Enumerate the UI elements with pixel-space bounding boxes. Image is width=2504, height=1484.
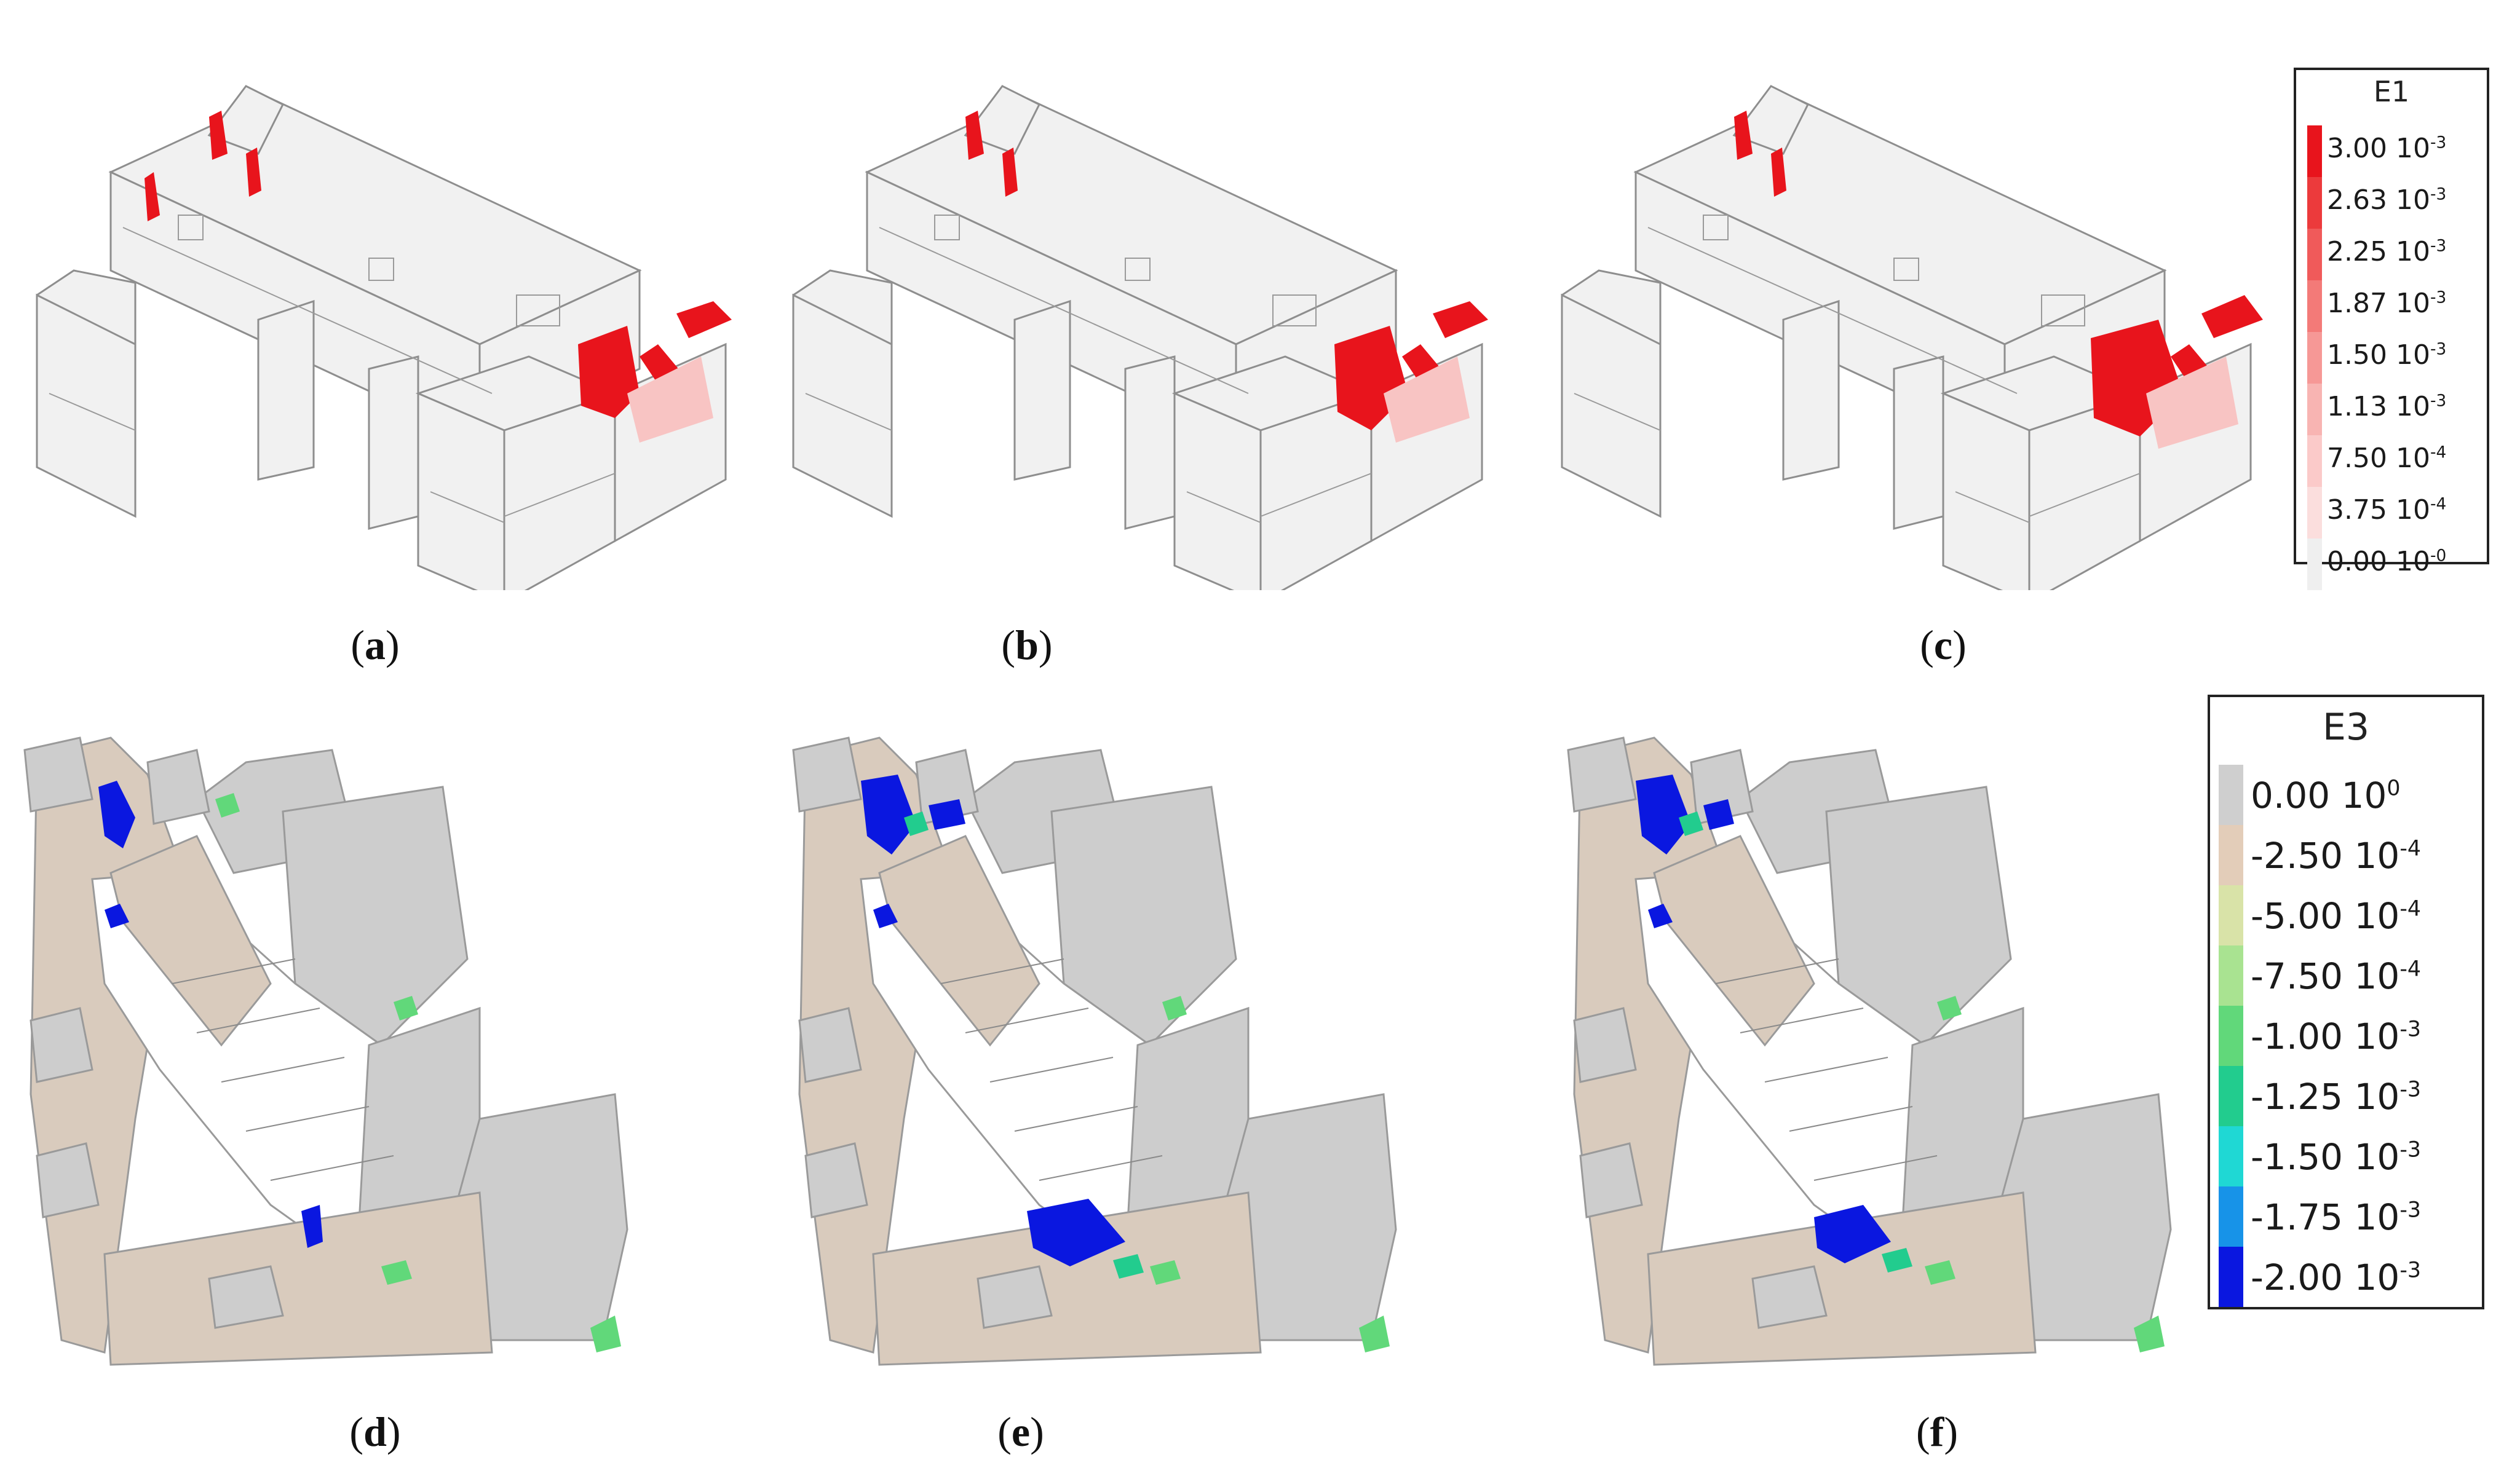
caption-f: (f) <box>1916 1408 1958 1455</box>
legend-swatch <box>2219 765 2243 825</box>
legend-e1-title: E1 <box>2373 75 2410 108</box>
panel-b-e1-view <box>781 49 1531 590</box>
caption-e: (e) <box>997 1408 1044 1455</box>
legend-label: 3.00 10-3 <box>2327 133 2447 164</box>
legend-e1: E1 3.00 10-3 2.63 10-3 2.25 10-3 1.87 10-3 1… <box>2294 68 2489 590</box>
legend-entry: 3.00 10-3 <box>2296 125 2487 177</box>
legend-swatch <box>2219 1006 2243 1066</box>
panel-e-e3-view <box>781 725 1457 1377</box>
legend-e3: E3 0.00 100 -2.50 10-4 -5.00 10-4 -7.50 10-… <box>2208 695 2484 1309</box>
legend-entry: -1.50 10-3 <box>2210 1126 2482 1186</box>
legend-swatch <box>2307 125 2322 177</box>
caption-b: (b) <box>1001 622 1053 668</box>
legend-entry: 0.00 100 <box>2210 765 2482 825</box>
legend-entry: -5.00 10-4 <box>2210 885 2482 945</box>
legend-swatch <box>2219 825 2243 885</box>
legend-swatch <box>2307 229 2322 280</box>
legend-label: -2.00 10-3 <box>2251 1257 2422 1298</box>
building-model-b <box>792 85 1488 590</box>
legend-swatch <box>2307 539 2322 590</box>
legend-entry: 2.25 10-3 <box>2296 229 2487 280</box>
legend-swatch <box>2307 487 2322 539</box>
building-model-f <box>1567 736 2172 1366</box>
legend-entry: -1.00 10-3 <box>2210 1006 2482 1066</box>
legend-swatch <box>2219 945 2243 1006</box>
caption-d: (d) <box>349 1408 401 1455</box>
building-model-e <box>792 736 1397 1366</box>
legend-swatch <box>2307 384 2322 435</box>
caption-a: (a) <box>351 622 400 668</box>
legend-entry: 2.63 10-3 <box>2296 177 2487 229</box>
building-model-d <box>23 736 628 1366</box>
legend-entry: 0.00 10-0 <box>2296 539 2487 590</box>
legend-swatch <box>2219 1126 2243 1186</box>
legend-label: -2.50 10-4 <box>2251 835 2422 877</box>
legend-label: -1.00 10-3 <box>2251 1016 2422 1057</box>
legend-e3-title: E3 <box>2322 706 2370 749</box>
legend-entry: 1.13 10-3 <box>2296 384 2487 435</box>
legend-entry: 1.87 10-3 <box>2296 280 2487 332</box>
legend-entry: -7.50 10-4 <box>2210 945 2482 1006</box>
legend-label: 3.75 10-4 <box>2327 494 2447 526</box>
legend-swatch <box>2219 1247 2243 1307</box>
legend-label: 1.13 10-3 <box>2327 391 2447 422</box>
panel-d-e3-view <box>12 725 689 1377</box>
legend-label: 0.00 10-0 <box>2327 546 2447 577</box>
legend-swatch <box>2219 1186 2243 1247</box>
legend-entry: -1.75 10-3 <box>2210 1186 2482 1247</box>
legend-entry: 1.50 10-3 <box>2296 332 2487 384</box>
caption-c: (c) <box>1920 622 1967 668</box>
legend-label: -1.75 10-3 <box>2251 1196 2422 1238</box>
legend-label: -1.50 10-3 <box>2251 1136 2422 1178</box>
legend-label: 2.63 10-3 <box>2327 184 2447 216</box>
legend-entry: 3.75 10-4 <box>2296 487 2487 539</box>
panel-f-e3-view <box>1556 725 2232 1377</box>
legend-label: -1.25 10-3 <box>2251 1076 2422 1118</box>
legend-swatch <box>2307 280 2322 332</box>
legend-label: 1.50 10-3 <box>2327 339 2447 371</box>
legend-swatch <box>2219 885 2243 945</box>
legend-label: 1.87 10-3 <box>2327 288 2447 319</box>
building-model-a <box>36 85 732 590</box>
legend-swatch <box>2307 332 2322 384</box>
legend-label: -5.00 10-4 <box>2251 895 2422 937</box>
panel-c-e1-view <box>1550 49 2300 590</box>
legend-label: 7.50 10-4 <box>2327 443 2447 474</box>
panel-a-e1-view <box>25 49 775 590</box>
legend-entry: -2.00 10-3 <box>2210 1247 2482 1307</box>
legend-swatch <box>2219 1066 2243 1126</box>
legend-entry: -2.50 10-4 <box>2210 825 2482 885</box>
legend-entry: 7.50 10-4 <box>2296 435 2487 487</box>
legend-swatch <box>2307 435 2322 487</box>
legend-label: 0.00 100 <box>2251 775 2401 816</box>
legend-entry: -1.25 10-3 <box>2210 1066 2482 1126</box>
building-model-c <box>1561 85 2263 590</box>
legend-label: 2.25 10-3 <box>2327 236 2447 267</box>
legend-label: -7.50 10-4 <box>2251 955 2422 997</box>
legend-swatch <box>2307 177 2322 229</box>
